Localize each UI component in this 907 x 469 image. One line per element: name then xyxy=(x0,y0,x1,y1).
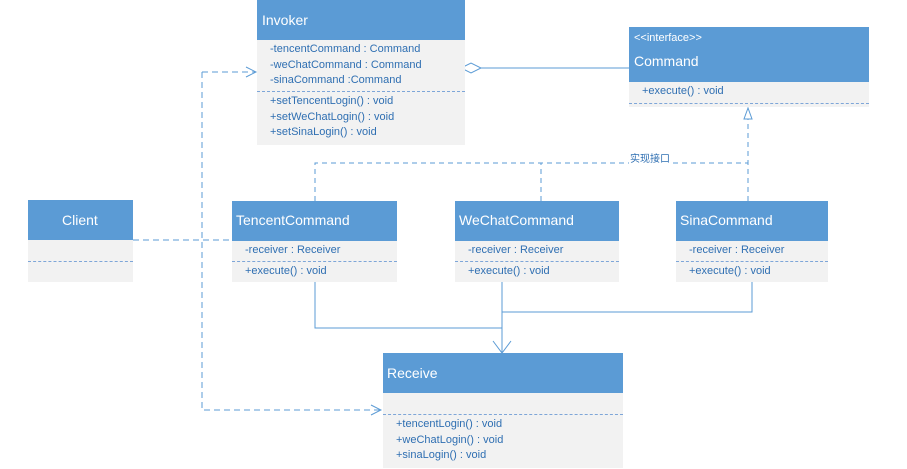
class-sina-command-operations: +execute() : void xyxy=(676,262,828,282)
class-client-name: Client xyxy=(62,212,98,228)
class-tencent-command-attributes: -receiver : Receiver xyxy=(232,241,397,262)
interface-command-name: Command xyxy=(634,53,699,69)
class-wechat-command-operations: +execute() : void xyxy=(455,262,619,282)
class-tencent-command-name: TencentCommand xyxy=(236,212,350,228)
class-client-operations xyxy=(28,262,133,280)
realization-label: 实现接口 xyxy=(629,154,671,166)
class-invoker-name: Invoker xyxy=(262,12,308,28)
class-sina-command-name: SinaCommand xyxy=(680,212,773,228)
interface-stereotype: <<interface>> xyxy=(634,32,702,44)
class-receive-operations: +tencentLogin() : void +weChatLogin() : … xyxy=(383,415,623,466)
class-invoker-header: Invoker xyxy=(257,0,465,40)
attribute-line: -weChatCommand : Command xyxy=(270,58,422,71)
class-tencent-command-header: TencentCommand xyxy=(232,201,397,241)
attribute-line: -receiver : Receiver xyxy=(689,244,785,256)
interface-command-header: <<interface>> Command xyxy=(629,27,869,82)
operation-line: +weChatLogin() : void xyxy=(396,433,504,446)
interface-command-operations: +execute() : void xyxy=(629,82,869,104)
attribute-line: -sinaCommand :Command xyxy=(270,74,402,86)
class-invoker[interactable]: Invoker -tencentCommand : Command -weCha… xyxy=(257,0,465,145)
operation-line: +execute() : void xyxy=(689,265,771,277)
attribute-line: -receiver : Receiver xyxy=(245,244,341,256)
class-wechat-command[interactable]: WeChatCommand -receiver : Receiver +exec… xyxy=(455,201,619,282)
class-wechat-command-attributes: -receiver : Receiver xyxy=(455,241,619,262)
dependency-client xyxy=(133,66,383,416)
operation-line: +execute() : void xyxy=(245,265,327,277)
operation-line: +execute() : void xyxy=(642,85,724,97)
class-client-attributes xyxy=(28,240,133,262)
realization-commands-to-interface xyxy=(314,106,753,201)
operation-line: +execute() : void xyxy=(468,265,550,277)
class-tencent-command[interactable]: TencentCommand -receiver : Receiver +exe… xyxy=(232,201,397,282)
aggregation-invoker-command xyxy=(459,62,629,74)
operation-line: +setTencentLogin() : void xyxy=(270,95,394,107)
operation-line: +setWeChatLogin() : void xyxy=(270,110,395,123)
attribute-line: -tencentCommand : Command xyxy=(270,43,421,55)
class-receive-name: Receive xyxy=(387,365,438,381)
class-invoker-attributes: -tencentCommand : Command -weChatCommand… xyxy=(257,40,465,92)
class-receive[interactable]: Receive +tencentLogin() : void +weChatLo… xyxy=(383,353,623,468)
class-client-header: Client xyxy=(28,200,133,240)
class-receive-attributes xyxy=(383,393,623,415)
operation-line: +tencentLogin() : void xyxy=(396,418,503,430)
class-sina-command-attributes: -receiver : Receiver xyxy=(676,241,828,262)
class-sina-command-header: SinaCommand xyxy=(676,201,828,241)
class-tencent-command-operations: +execute() : void xyxy=(232,262,397,282)
class-invoker-operations: +setTencentLogin() : void +setWeChatLogi… xyxy=(257,92,465,143)
class-client[interactable]: Client xyxy=(28,200,133,282)
operation-line: +sinaLogin() : void xyxy=(396,449,487,461)
operation-line: +setSinaLogin() : void xyxy=(270,126,377,138)
class-receive-header: Receive xyxy=(383,353,623,393)
interface-command[interactable]: <<interface>> Command +execute() : void xyxy=(629,27,869,107)
class-wechat-command-name: WeChatCommand xyxy=(459,212,574,228)
class-wechat-command-header: WeChatCommand xyxy=(455,201,619,241)
class-sina-command[interactable]: SinaCommand -receiver : Receiver +execut… xyxy=(676,201,828,282)
association-commands-to-receive xyxy=(314,282,753,354)
attribute-line: -receiver : Receiver xyxy=(468,244,564,256)
